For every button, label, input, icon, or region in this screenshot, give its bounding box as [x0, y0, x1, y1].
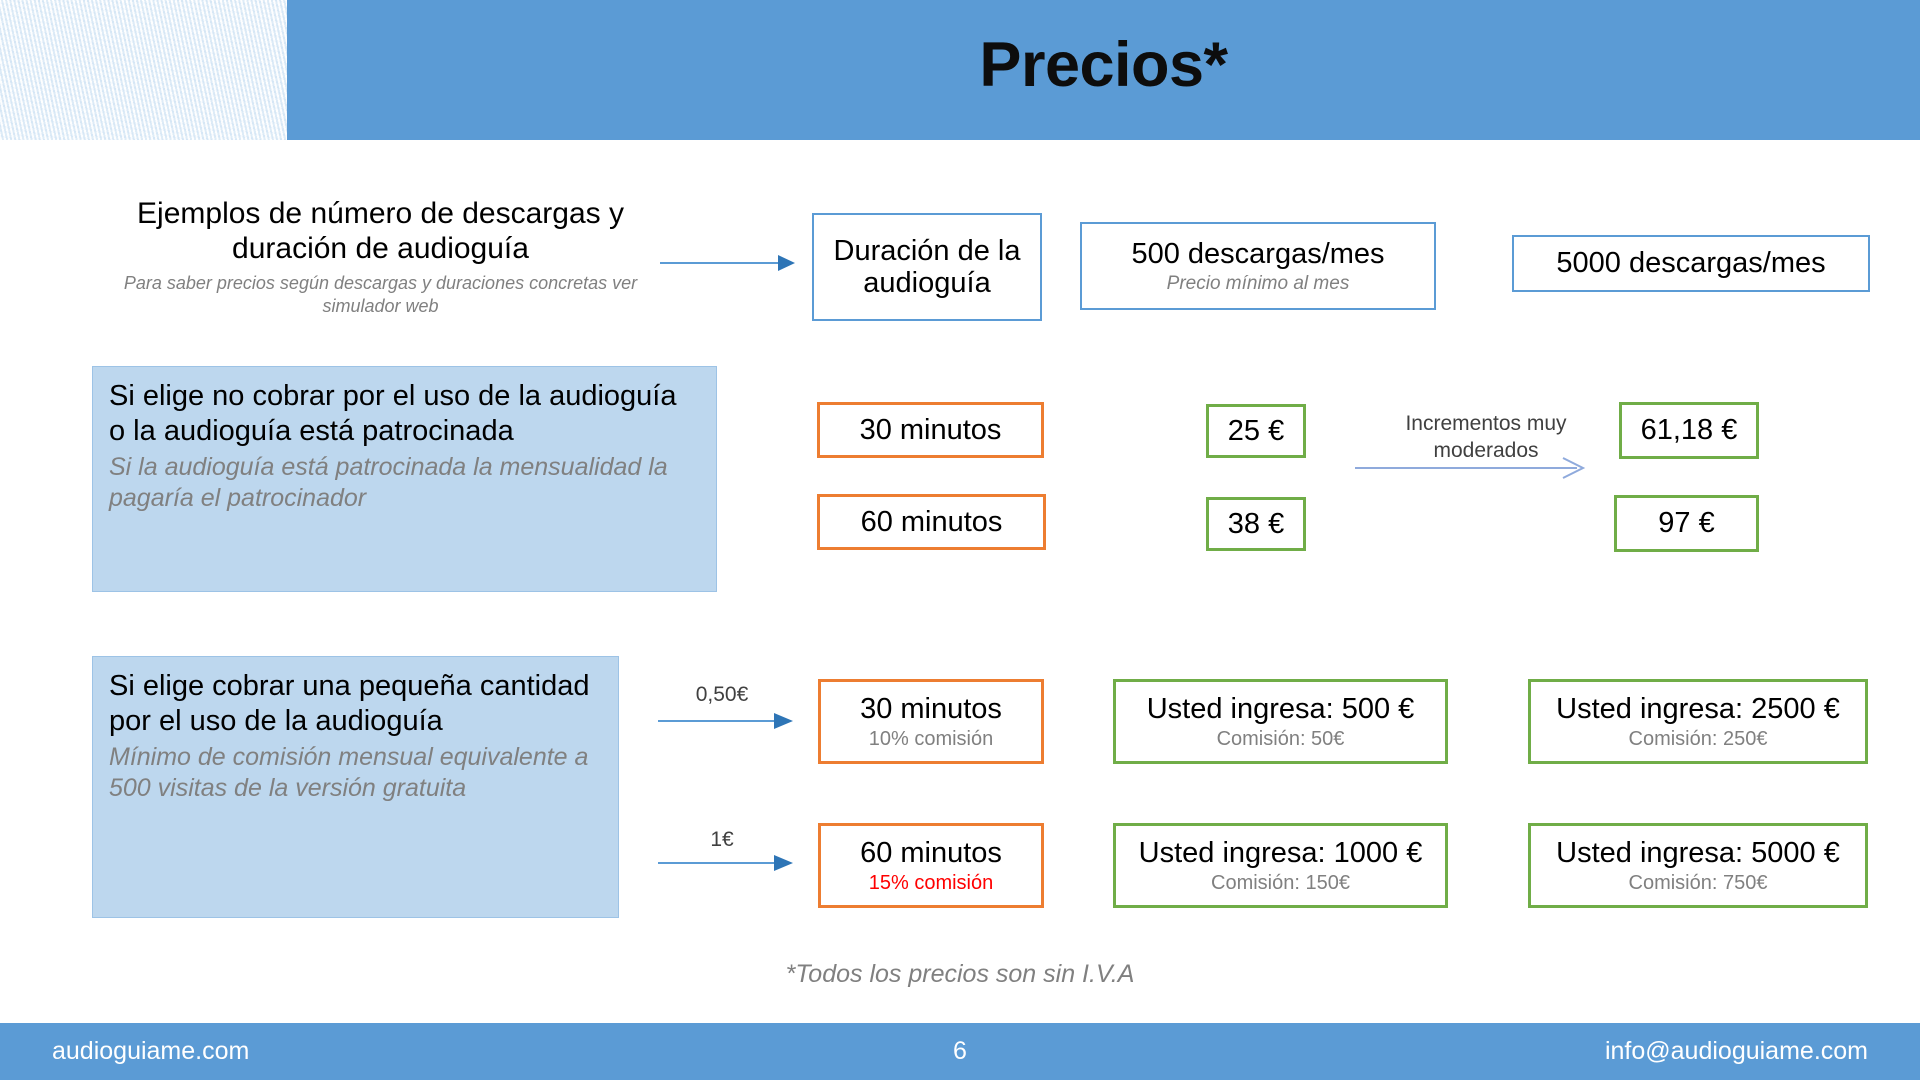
panel-small-charge: Si elige cobrar una pequeña cantidad por…	[92, 656, 619, 918]
paid-income-5000-30-commission: Comisión: 250€	[1628, 728, 1768, 751]
panel-no-charge-note: Si la audioguía está patrocinada la mens…	[109, 452, 668, 512]
free-price-5000-30-label: 61,18 €	[1640, 414, 1738, 447]
paid-income-5000-30-label: Usted ingresa: 2500 €	[1556, 692, 1840, 725]
increment-arrow-icon	[1355, 457, 1586, 479]
intro-block: Ejemplos de número de descargas y duraci…	[108, 196, 653, 317]
page-title: Precios*	[979, 30, 1228, 100]
panel-small-charge-note: Mínimo de comisión mensual equivalente a…	[109, 742, 589, 802]
free-price-500-30: 25 €	[1206, 404, 1306, 458]
intro-title: Ejemplos de número de descargas y duraci…	[137, 197, 624, 266]
free-price-500-30-label: 25 €	[1227, 414, 1285, 447]
header-band	[287, 0, 1920, 140]
paid-income-5000-60-label: Usted ingresa: 5000 €	[1556, 836, 1840, 869]
paid-duration-60-label: 60 minutos	[860, 836, 1002, 869]
paid-income-500-30-commission: Comisión: 50€	[1216, 728, 1345, 751]
header-texture-panel	[0, 0, 287, 140]
footer-website: audioguiame.com	[52, 1037, 250, 1065]
paid-duration-60-commission: 15% comisión	[868, 872, 994, 895]
increment-note: Incrementos muy moderados	[1405, 412, 1567, 463]
column-header-duration: Duración de la audioguía	[812, 213, 1042, 321]
paid-income-5000-30: Usted ingresa: 2500 € Comisión: 250€	[1528, 679, 1868, 764]
paid-income-5000-60: Usted ingresa: 5000 € Comisión: 750€	[1528, 823, 1868, 908]
column-header-500-label: 500 descargas/mes	[1131, 238, 1385, 271]
column-header-500: 500 descargas/mes Precio mínimo al mes	[1080, 222, 1436, 310]
column-header-duration-label: Duración de la audioguía	[833, 234, 1021, 299]
paid-income-500-60: Usted ingresa: 1000 € Comisión: 150€	[1113, 823, 1448, 908]
free-duration-60-label: 60 minutos	[860, 505, 1003, 538]
panel-small-charge-heading: Si elige cobrar una pequeña cantidad por…	[109, 670, 590, 738]
intro-subtitle: Para saber precios según descargas y dur…	[123, 273, 638, 316]
free-duration-30: 30 minutos	[817, 402, 1044, 458]
column-header-5000: 5000 descargas/mes	[1512, 235, 1870, 292]
commission-arrow-icon-1e	[658, 855, 793, 871]
paid-income-5000-60-commission: Comisión: 750€	[1628, 872, 1768, 895]
footer-band: audioguiame.com 6 info@audioguiame.com	[0, 1023, 1920, 1080]
intro-arrow-icon	[660, 255, 795, 271]
free-price-5000-60: 97 €	[1614, 495, 1759, 552]
paid-duration-30-commission: 10% comisión	[868, 728, 994, 751]
commission-arrow-label-1e: 1€	[710, 828, 734, 851]
panel-no-charge: Si elige no cobrar por el uso de la audi…	[92, 366, 717, 592]
paid-duration-60: 60 minutos 15% comisión	[818, 823, 1044, 908]
panel-no-charge-heading: Si elige no cobrar por el uso de la audi…	[109, 380, 677, 448]
footer-email: info@audioguiame.com	[1604, 1037, 1868, 1065]
footnote: *Todos los precios son sin I.V.A	[785, 960, 1135, 988]
free-price-5000-30: 61,18 €	[1619, 402, 1759, 459]
commission-arrow-label-050: 0,50€	[695, 683, 749, 706]
free-duration-30-label: 30 minutos	[859, 413, 1002, 446]
column-header-5000-label: 5000 descargas/mes	[1556, 247, 1826, 280]
paid-income-500-60-label: Usted ingresa: 1000 €	[1138, 836, 1423, 869]
slide-page-number: 6	[953, 1037, 967, 1065]
free-price-500-60-label: 38 €	[1227, 507, 1285, 540]
free-price-5000-60-label: 97 €	[1658, 507, 1715, 540]
paid-income-500-30-label: Usted ingresa: 500 €	[1146, 692, 1415, 725]
free-duration-60: 60 minutos	[817, 494, 1046, 550]
column-header-500-note: Precio mínimo al mes	[1166, 272, 1350, 294]
commission-arrow-icon-050	[658, 713, 793, 729]
paid-duration-30-label: 30 minutos	[860, 692, 1002, 725]
paid-income-500-30: Usted ingresa: 500 € Comisión: 50€	[1113, 679, 1448, 764]
paid-income-500-60-commission: Comisión: 150€	[1211, 872, 1350, 895]
paid-duration-30: 30 minutos 10% comisión	[818, 679, 1044, 764]
free-price-500-60: 38 €	[1206, 497, 1306, 551]
